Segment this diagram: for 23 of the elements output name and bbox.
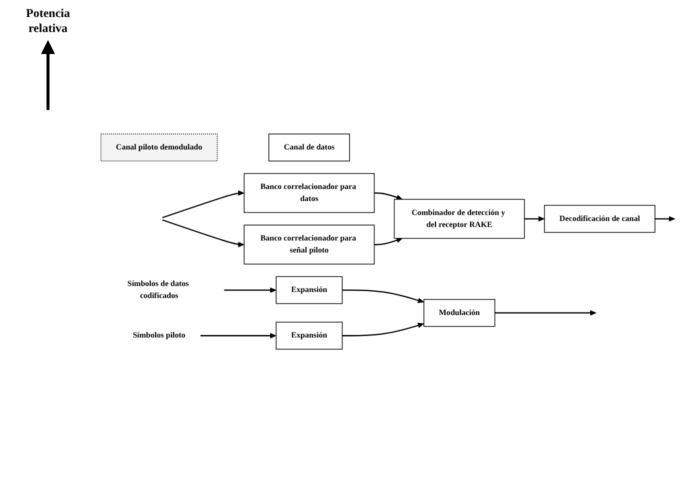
arrow (494, 310, 597, 316)
arrow (342, 290, 424, 304)
arrow (224, 288, 277, 294)
arrow (374, 192, 403, 200)
arrow (374, 238, 403, 246)
arrow (162, 220, 245, 248)
channel-band: Canal piloto demodulado (100, 134, 218, 162)
process-box: Banco correlacionador para señal piloto (244, 225, 375, 265)
axis-label: Potencia relativa (25, 6, 71, 36)
process-box: Expansión (276, 322, 343, 350)
arrow (654, 216, 676, 222)
process-box: Combinador de detección y del receptor RAKE (394, 199, 525, 240)
input-label: Símbolos piloto (132, 332, 186, 340)
arrow (200, 333, 277, 339)
arrow (162, 190, 245, 219)
input-label: Símbolos de datos codificados (127, 280, 189, 301)
arrow (342, 323, 424, 337)
arrow (524, 216, 545, 222)
process-box: Canal de datos (268, 134, 350, 162)
process-box: Banco correlacionador para datos (244, 174, 375, 214)
process-box: Decodificación de canal (544, 205, 656, 234)
process-box: Expansión (276, 276, 343, 304)
process-box: Modulación (424, 299, 496, 328)
